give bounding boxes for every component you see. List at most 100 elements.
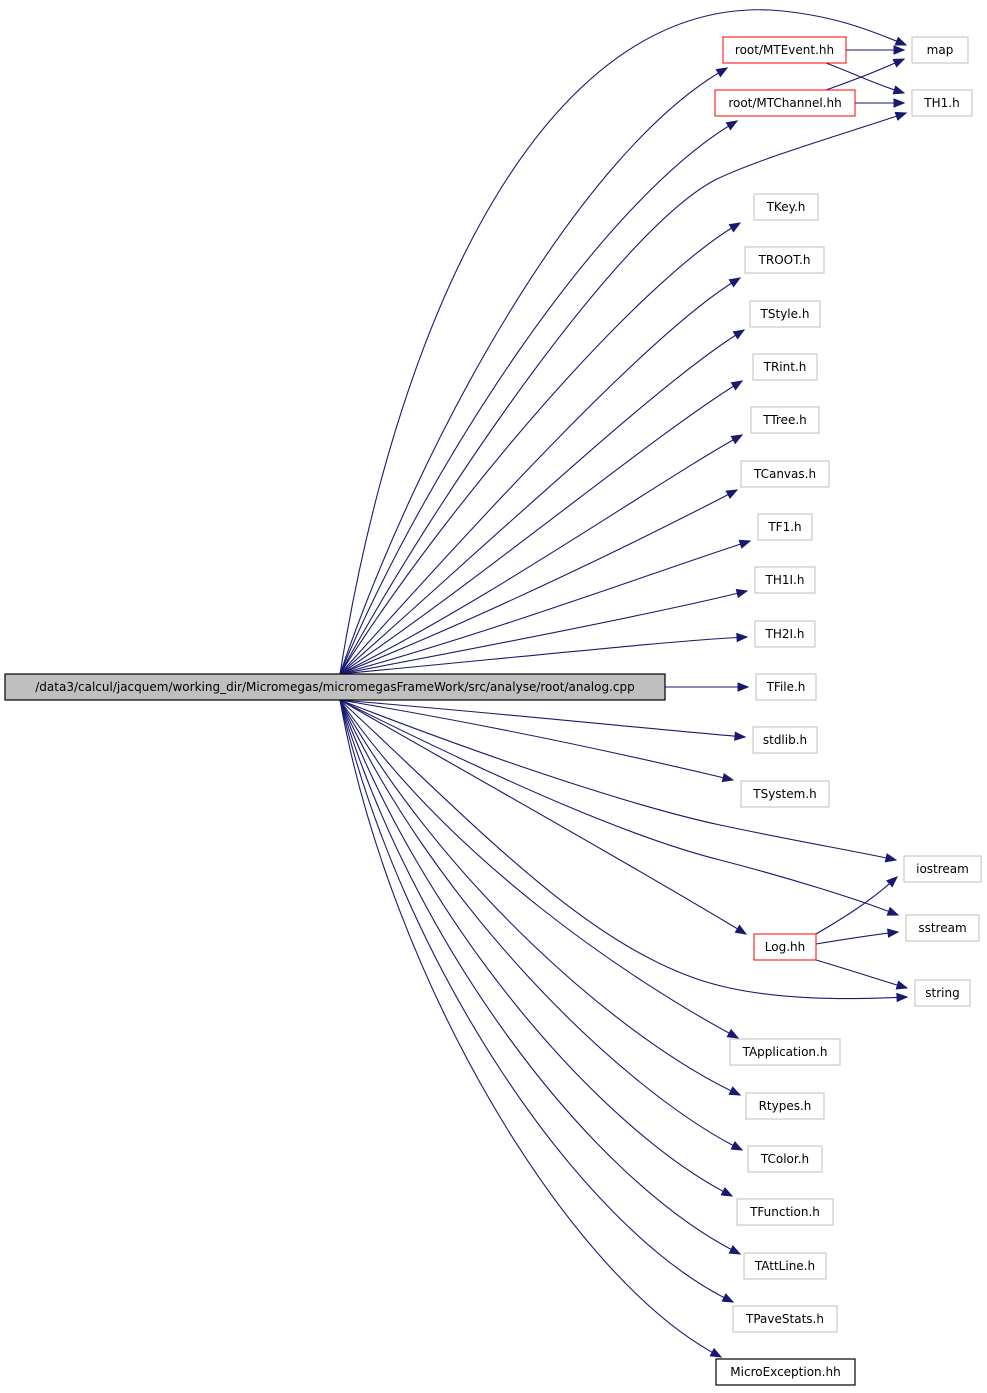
node-box-tapplication[interactable] xyxy=(729,1038,841,1066)
node-mtevent[interactable]: root/MTEvent.hh xyxy=(722,36,847,64)
node-box-map[interactable] xyxy=(911,36,969,64)
edge-analog-to-tstyle xyxy=(339,329,745,675)
node-sstream[interactable]: sstream xyxy=(905,914,980,942)
edge-analog-to-stdlib xyxy=(339,699,746,738)
node-box-tcolor[interactable] xyxy=(747,1145,823,1173)
node-label-tsystem: TSystem.h xyxy=(752,787,817,801)
node-label-trint: TRint.h xyxy=(763,360,807,374)
edge-mtevent-to-th1 xyxy=(825,62,905,94)
node-label-rtypes: Rtypes.h xyxy=(759,1099,812,1113)
edge-arrowhead-log-to-iostream xyxy=(886,876,899,888)
node-string[interactable]: string xyxy=(914,979,971,1007)
edge-analog-to-tapplication xyxy=(339,699,739,1039)
node-box-tcanvas[interactable] xyxy=(740,460,830,488)
edge-arrowhead-mtevent-to-map xyxy=(893,45,906,55)
node-box-log[interactable] xyxy=(753,933,817,961)
node-label-iostream: iostream xyxy=(916,862,969,876)
node-tapplication[interactable]: TApplication.h xyxy=(729,1038,841,1066)
node-tattline[interactable]: TAttLine.h xyxy=(743,1252,827,1280)
nodes-layer: /data3/calcul/jacquem/working_dir/Microm… xyxy=(4,36,982,1386)
edge-log-to-iostream xyxy=(815,876,898,935)
edge-analog-to-log xyxy=(339,699,747,935)
edge-arrowhead-analog-to-log xyxy=(734,924,748,935)
node-microexception[interactable]: MicroException.hh xyxy=(715,1358,856,1386)
node-box-tpavestats[interactable] xyxy=(732,1305,838,1333)
node-box-tattline[interactable] xyxy=(743,1252,827,1280)
node-tkey[interactable]: TKey.h xyxy=(753,193,819,221)
node-tfile[interactable]: TFile.h xyxy=(755,673,817,701)
node-label-troot: TROOT.h xyxy=(758,253,811,267)
node-mtchannel[interactable]: root/MTChannel.hh xyxy=(714,89,856,117)
node-box-trint[interactable] xyxy=(752,353,818,381)
edge-arrowhead-analog-to-tattline xyxy=(728,1245,742,1255)
node-stdlib[interactable]: stdlib.h xyxy=(752,726,818,754)
node-label-mtevent: root/MTEvent.hh xyxy=(735,43,834,57)
node-box-rtypes[interactable] xyxy=(745,1092,825,1120)
edge-mtchannel-to-map xyxy=(825,58,905,91)
node-box-tfile[interactable] xyxy=(755,673,817,701)
node-rtypes[interactable]: Rtypes.h xyxy=(745,1092,825,1120)
node-iostream[interactable]: iostream xyxy=(903,855,982,883)
edge-arrowhead-log-to-sstream xyxy=(887,928,900,938)
node-ttree[interactable]: TTree.h xyxy=(750,406,820,434)
edge-arrowhead-analog-to-tkey xyxy=(728,222,742,233)
node-box-th1i[interactable] xyxy=(754,566,816,594)
node-box-tstyle[interactable] xyxy=(749,300,821,328)
edge-arrowhead-analog-to-tsystem xyxy=(721,772,735,783)
edge-analog-to-string xyxy=(339,699,908,1000)
node-label-microexception: MicroException.hh xyxy=(730,1365,840,1379)
node-box-th1[interactable] xyxy=(911,89,973,117)
node-tcanvas[interactable]: TCanvas.h xyxy=(740,460,830,488)
edge-arrowhead-analog-to-th1i xyxy=(735,588,749,599)
node-label-tfile: TFile.h xyxy=(766,680,806,694)
node-box-sstream[interactable] xyxy=(905,914,980,942)
node-th2i[interactable]: TH2I.h xyxy=(754,620,816,648)
edge-arrowhead-analog-to-ttree xyxy=(730,434,744,445)
node-tf1[interactable]: TF1.h xyxy=(757,513,813,541)
edge-analog-to-iostream xyxy=(339,699,897,861)
node-tpavestats[interactable]: TPaveStats.h xyxy=(732,1305,838,1333)
edge-arrowhead-analog-to-mtevent xyxy=(715,67,729,78)
node-box-analog[interactable] xyxy=(4,673,666,701)
node-tcolor[interactable]: TColor.h xyxy=(747,1145,823,1173)
node-label-string: string xyxy=(925,986,959,1000)
node-th1[interactable]: TH1.h xyxy=(911,89,973,117)
node-tsystem[interactable]: TSystem.h xyxy=(740,780,830,808)
edge-arrowhead-analog-to-tfile xyxy=(737,682,750,692)
node-log[interactable]: Log.hh xyxy=(753,933,817,961)
node-box-string[interactable] xyxy=(914,979,971,1007)
node-tfunction[interactable]: TFunction.h xyxy=(736,1198,834,1226)
node-box-iostream[interactable] xyxy=(903,855,982,883)
node-box-microexception[interactable] xyxy=(715,1358,856,1386)
node-box-troot[interactable] xyxy=(744,246,825,274)
edge-arrowhead-analog-to-th1 xyxy=(894,111,908,121)
node-map[interactable]: map xyxy=(911,36,969,64)
edge-arrowhead-analog-to-sstream xyxy=(886,906,900,916)
node-trint[interactable]: TRint.h xyxy=(752,353,818,381)
node-box-ttree[interactable] xyxy=(750,406,820,434)
node-th1i[interactable]: TH1I.h xyxy=(754,566,816,594)
node-box-mtchannel[interactable] xyxy=(714,89,856,117)
node-tstyle[interactable]: TStyle.h xyxy=(749,300,821,328)
node-box-tkey[interactable] xyxy=(753,193,819,221)
edge-arrowhead-analog-to-map xyxy=(894,36,908,46)
edge-analog-to-ttree xyxy=(339,434,743,675)
edge-arrowhead-analog-to-tpavestats xyxy=(721,1293,735,1303)
edge-arrowhead-analog-to-tfunction xyxy=(720,1186,734,1197)
node-box-tfunction[interactable] xyxy=(736,1198,834,1226)
node-troot[interactable]: TROOT.h xyxy=(744,246,825,274)
edge-arrowhead-analog-to-microexception xyxy=(709,1347,723,1358)
edge-log-to-sstream xyxy=(815,931,899,945)
edge-analog-to-tf1 xyxy=(339,540,751,675)
node-label-stdlib: stdlib.h xyxy=(763,733,807,747)
node-box-th2i[interactable] xyxy=(754,620,816,648)
node-label-sstream: sstream xyxy=(918,921,966,935)
node-box-tf1[interactable] xyxy=(757,513,813,541)
node-label-map: map xyxy=(927,43,954,57)
node-label-mtchannel: root/MTChannel.hh xyxy=(728,96,841,110)
edge-analog-to-tcolor xyxy=(339,699,743,1151)
node-box-mtevent[interactable] xyxy=(722,36,847,64)
node-analog[interactable]: /data3/calcul/jacquem/working_dir/Microm… xyxy=(4,673,666,701)
node-box-stdlib[interactable] xyxy=(752,726,818,754)
node-box-tsystem[interactable] xyxy=(740,780,830,808)
